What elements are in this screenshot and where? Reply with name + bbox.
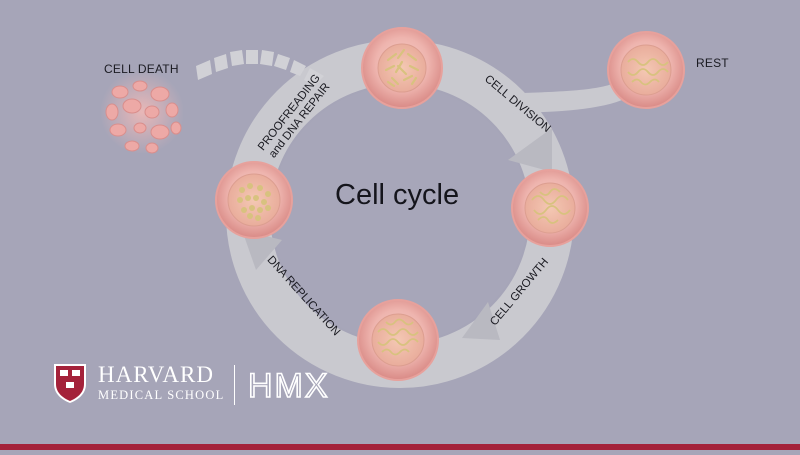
rest-branch [498,84,622,114]
cell-death-fragments [105,80,182,154]
harvard-subname: MEDICAL SCHOOL [98,388,225,402]
ring-arrow-bottom [462,302,500,340]
logo-divider [234,365,235,405]
accent-bar [0,444,800,450]
diagram-title: Cell cycle [335,179,460,211]
rest-label: REST [696,56,729,70]
cell-right [511,169,589,247]
hmx-logo: HMX [248,367,330,403]
cycle-center [272,86,528,342]
harvard-shield-icon [54,364,86,403]
cell-left [215,161,293,239]
cell-top [361,27,443,109]
harvard-name: HARVARD [98,362,214,387]
cell-death-branch [196,50,324,86]
ring-arrow-left [242,230,282,270]
hmx-logo-text: HMX [248,367,330,403]
cell-bottom [357,299,439,381]
cell-death-label: CELL DEATH [104,62,179,76]
cell-rest [607,31,685,109]
ring-arrow-right [508,128,552,172]
